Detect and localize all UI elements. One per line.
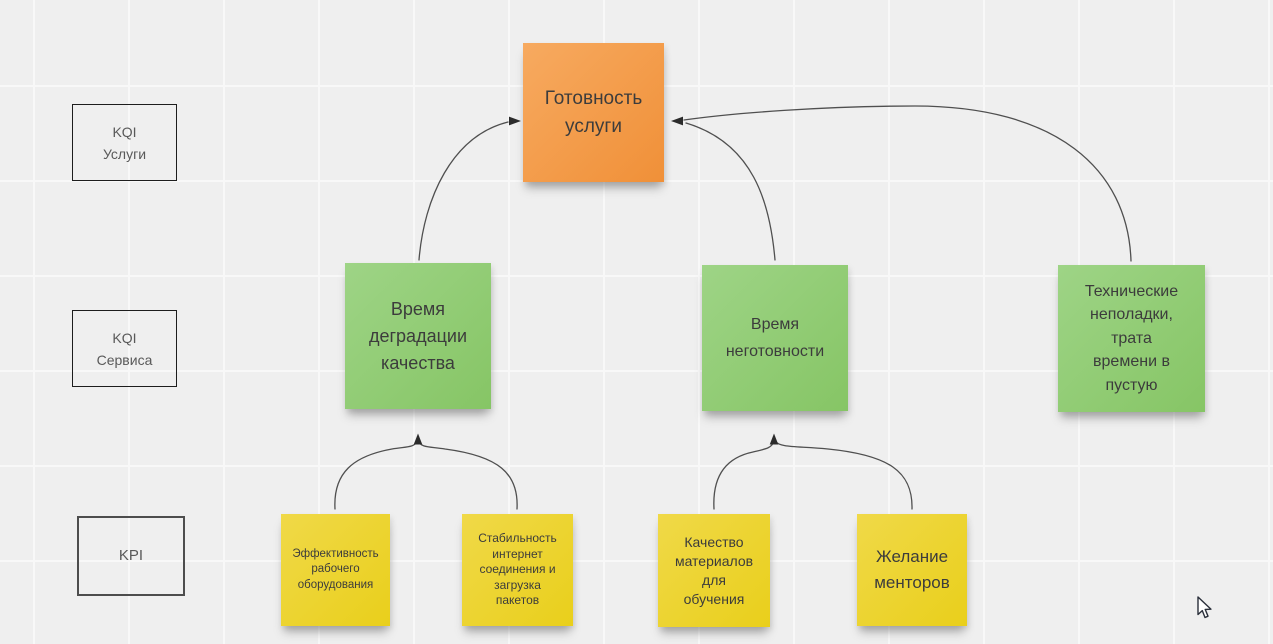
sticky-note-service-readiness[interactable]: Готовность услуги — [523, 43, 664, 182]
sticky-note-text: Готовность услуги — [544, 87, 643, 137]
frame-kqi-servisa[interactable]: KQI Сервиса — [72, 310, 177, 387]
sticky-note-unavailability-time[interactable]: Время неготовности — [702, 265, 848, 411]
connector-equipment-to-degradation[interactable] — [334, 440, 419, 510]
sticky-note-mentors-desire[interactable]: Желание менторов — [857, 514, 967, 626]
connector-materials-to-unavailability[interactable] — [713, 440, 775, 510]
sticky-note-text: Технические неполадки, трата времени в п… — [1084, 282, 1179, 394]
arrowhead-right-of-readiness — [671, 116, 683, 126]
connector-mentors-to-unavailability[interactable] — [774, 440, 913, 510]
connector-technical-to-readiness[interactable] — [683, 105, 1132, 262]
frame-kqi-servisa-label: KQI Сервиса — [96, 329, 153, 368]
sticky-note-materials-quality[interactable]: Качество материалов для обучения — [658, 514, 770, 627]
sticky-note-text: Качество материалов для обучения — [674, 533, 754, 607]
sticky-note-internet-stability[interactable]: Стабильность интернет соединения и загру… — [462, 514, 573, 626]
mouse-cursor-icon — [1197, 596, 1212, 619]
sticky-note-text: Желание менторов — [874, 547, 950, 592]
frame-kqi-uslugi[interactable]: KQI Услуги — [72, 104, 177, 181]
sticky-note-text: Время неготовности — [725, 316, 825, 360]
arrowhead-below-unavailability — [769, 433, 779, 445]
sticky-note-degradation-time[interactable]: Время деградации качества — [345, 263, 491, 409]
connector-internet-to-degradation[interactable] — [417, 440, 518, 510]
sticky-note-text: Эффективность рабочего оборудования — [292, 547, 379, 591]
sticky-note-text: Время деградации качества — [368, 298, 468, 373]
connector-unavailability-to-readiness[interactable] — [685, 122, 776, 261]
frame-kqi-uslugi-label: KQI Услуги — [102, 123, 147, 162]
arrowhead-below-degradation — [413, 433, 423, 445]
connector-degradation-to-readiness[interactable] — [418, 121, 509, 261]
sticky-note-text: Стабильность интернет соединения и загру… — [478, 531, 557, 608]
sticky-note-equipment-efficiency[interactable]: Эффективность рабочего оборудования — [281, 514, 390, 626]
frame-kpi[interactable]: KPI — [77, 516, 185, 596]
arrowhead-left-of-readiness — [509, 116, 521, 126]
sticky-note-technical-issues[interactable]: Технические неполадки, трата времени в п… — [1058, 265, 1205, 412]
frame-kpi-label: KPI — [118, 547, 144, 564]
